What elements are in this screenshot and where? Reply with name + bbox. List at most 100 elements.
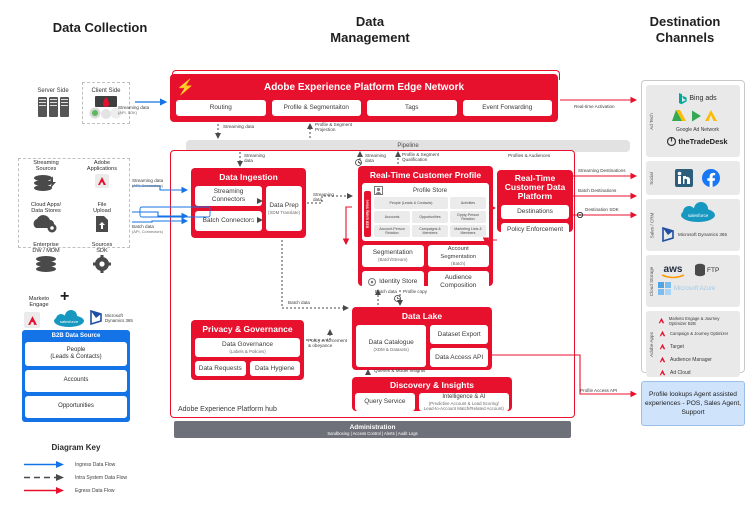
profile-cell-opportunities[interactable]: Opportunities	[412, 211, 448, 223]
profile-cell-accounts[interactable]: Accounts	[374, 211, 410, 223]
edge-module-tags[interactable]: Tags	[367, 100, 457, 116]
aws-icon[interactable]: aws	[658, 261, 688, 279]
data-hygiene-cell[interactable]: Data Hygiene	[249, 361, 300, 376]
destination-group-sales-crm: Sales / CRM salesforce Microsoft Dynamic…	[646, 199, 740, 251]
column-heading-data-management-line1: Data	[355, 14, 385, 29]
audience-composition-cell[interactable]: Audience Composition	[427, 271, 489, 293]
microsoft-dynamics-365-icon[interactable]: Microsoft Dynamics 365	[658, 227, 737, 242]
group-label-ad-tech: Ad Tech	[649, 112, 655, 130]
label-streaming-destinations: Streaming Destinations	[578, 168, 626, 173]
server-icon	[26, 97, 80, 117]
group-label-social: Social	[649, 171, 655, 185]
adobe-app-campaign[interactable]: Campaign & Journey Optimizer	[658, 327, 737, 340]
dataset-export-cell[interactable]: Dataset Export	[430, 325, 488, 344]
profile-cell-activities[interactable]: Activities	[450, 197, 486, 209]
data-access-api-cell[interactable]: Data Access API	[430, 348, 488, 367]
profile-lookup-box: Profile lookups Agent assisted experienc…	[641, 381, 745, 426]
column-heading-destination-line1: Destination	[649, 14, 721, 29]
profile-cell-people[interactable]: People (Leads & Contacts)	[374, 197, 448, 209]
salesforce-cloud-icon[interactable]: salesforce	[658, 202, 737, 228]
profile-cell-oppty-person-relation[interactable]: Oppty-Person Relation	[450, 211, 486, 223]
adobe-a-icon	[95, 174, 109, 188]
linkedin-icon[interactable]	[675, 169, 693, 187]
administration-title: Administration	[349, 423, 396, 431]
cloud-gear-icon	[33, 215, 57, 233]
group-label-adobe-apps: Adobe Apps	[649, 331, 654, 357]
source-sdk: Sources SDK	[74, 242, 130, 278]
privacy-governance-box: Privacy & Governance Data Governance (La…	[191, 320, 304, 380]
adobe-app-ad-cloud[interactable]: Ad Cloud	[658, 366, 737, 379]
sources-list: Streaming Sources Adobe Applications Clo…	[18, 160, 130, 278]
microsoft-dynamics-365-icon: Microsoft Dynamics 365	[90, 310, 133, 325]
label-profile-copy: Profile copy	[403, 289, 428, 294]
facebook-icon[interactable]	[702, 169, 720, 187]
label-realtime-activation: Real-time Activation	[574, 104, 615, 109]
trade-desk-icon[interactable]: theTradeDesk	[658, 133, 737, 149]
adobe-a-icon	[658, 329, 667, 338]
column-heading-data-collection: Data Collection	[52, 20, 148, 35]
adobe-a-icon	[658, 316, 666, 325]
adobe-a-icon	[658, 368, 667, 377]
adobe-app-audience-manager[interactable]: Audience Manager	[658, 353, 737, 366]
svg-text:aws: aws	[664, 264, 683, 275]
source-adobe-applications: Adobe Applications	[74, 160, 130, 198]
identity-store-cell[interactable]: Identity Store	[362, 271, 424, 293]
client-side-label: Client Side	[91, 88, 121, 94]
file-upload-icon	[96, 216, 108, 232]
microsoft-azure-icon[interactable]: Microsoft Azure	[658, 282, 737, 295]
destination-group-ad-tech: Ad Tech Bing ads Google Ad Network theTr…	[646, 85, 740, 157]
adobe-app-target[interactable]: Target	[658, 340, 737, 353]
profile-cell-account-person-relation[interactable]: Account-Person Relation	[374, 225, 410, 237]
source-enterprise-dw: Enterprise DW / MDM	[18, 242, 74, 278]
data-governance-cell[interactable]: Data Governance (Labels & Policies)	[195, 338, 300, 357]
clock-icon	[355, 153, 362, 171]
group-label-cloud-storage: Cloud Storage	[649, 266, 654, 296]
adobe-app-marketo[interactable]: Marketo Engage & Journey Optimizer B2B	[658, 314, 737, 327]
account-segmentation-cell[interactable]: Account Segmentation (Batch)	[427, 245, 489, 267]
data-catalogue-cell[interactable]: Data Catalogue (XDM & Datasets)	[356, 325, 427, 367]
data-prep-cell[interactable]: Data Prep (XDM Translate)	[266, 186, 302, 231]
svg-text:salesforce: salesforce	[687, 213, 708, 218]
edge-module-routing[interactable]: Routing	[176, 100, 266, 116]
destinations-cell[interactable]: Destinations	[501, 205, 569, 219]
intelligence-ai-cell[interactable]: Intelligence & AI (Predictive Account & …	[418, 393, 509, 411]
administration-subtitle: Sandboxing | Access Control | Alerts | A…	[327, 430, 418, 436]
query-service-cell[interactable]: Query Service	[355, 393, 415, 411]
edge-module-profile-segmentation[interactable]: Profile & Segmentaiton	[271, 100, 361, 116]
edge-module-event-forwarding[interactable]: Event Forwarding	[462, 100, 552, 116]
edge-network-box: ⚡ Adobe Experience Platform Edge Network…	[170, 74, 558, 122]
b2b-row-accounts: Accounts	[25, 370, 127, 392]
hub-label: Adobe Experience Platform hub	[178, 406, 277, 413]
ftp-database-icon[interactable]: FTP	[694, 263, 719, 278]
identity-icon	[368, 278, 377, 286]
batch-connectors-cell[interactable]: Batch Connectors	[195, 211, 262, 231]
label-streaming-data-2: Streaming data	[365, 153, 386, 164]
discovery-title: Discovery & Insights	[389, 380, 475, 390]
destination-group-cloud-storage: Cloud Storage aws FTP Microsoft Azure	[646, 255, 740, 307]
source-file-upload: File Upload	[74, 202, 130, 238]
destination-channels-panel: Ad Tech Bing ads Google Ad Network theTr…	[641, 80, 745, 377]
b2b-row-opportunities: Opportunities	[25, 396, 127, 418]
destination-sdk-gear-icon	[576, 205, 584, 223]
source-streaming-sources: Streaming Sources	[18, 160, 74, 198]
label-profiles-audiences: Profiles & Audiences	[508, 153, 551, 158]
client-side-group	[82, 82, 130, 124]
privacy-title: Privacy & Governance	[202, 324, 293, 334]
data-lake-title: Data Lake	[401, 311, 443, 321]
bing-ads-icon[interactable]: Bing ads	[658, 88, 737, 108]
label-batch-data-left: Batch data	[288, 300, 310, 305]
profile-cell-campaigns-members[interactable]: Campaigns & Members	[412, 225, 448, 237]
adobe-a-icon	[658, 355, 667, 364]
key-item-egress: Egress Data Flow	[22, 484, 162, 497]
label-streaming-api-sdk: Streaming data (API, SDK)	[118, 105, 150, 116]
segmentation-cell[interactable]: Segmentation (Batch/Stream)	[362, 245, 424, 267]
label-streaming-data-side: Streaming data	[313, 192, 334, 203]
label-profile-segment-projection: Profile & Segment Projection	[315, 122, 353, 133]
server-side-label: Server Side	[37, 88, 69, 94]
source-cloud-apps: Cloud Apps/ Data Stores	[18, 202, 74, 238]
streaming-connectors-cell[interactable]: Streaming Connectors	[195, 186, 262, 206]
policy-enforcement-cell[interactable]: Policy Enforcement	[501, 223, 569, 237]
profile-cell-marketing-lists-members[interactable]: Marketing Lists & Members	[450, 225, 486, 237]
data-requests-cell[interactable]: Data Requests	[195, 361, 246, 376]
google-ad-network-icon[interactable]: Google Ad Network	[658, 108, 737, 133]
